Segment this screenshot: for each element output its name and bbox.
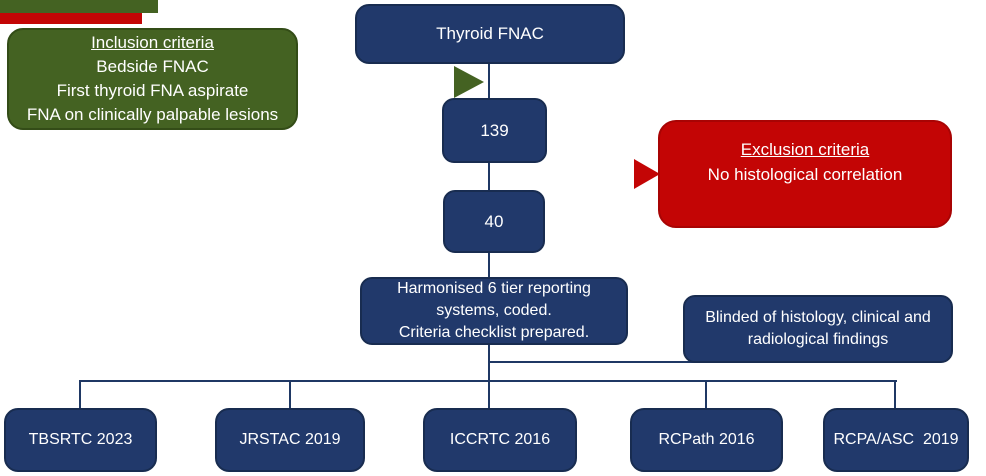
thyroid-fnac-label: Thyroid FNAC	[436, 24, 544, 43]
blinded-findings-label: Blinded of histology, clinical and radio…	[705, 309, 931, 348]
count-40-label: 40	[484, 211, 504, 231]
branch-drop-tbsrtc	[79, 380, 81, 409]
connector-thyroid-139	[488, 62, 490, 100]
harmonised-line1: Harmonised 6 tier reporting systems, cod…	[397, 280, 591, 319]
inclusion-criteria-box: Inclusion criteria Bedside FNAC First th…	[7, 28, 298, 130]
system-box-jrstac: JRSTAC 2019	[215, 408, 365, 472]
count-139-box: 139	[442, 98, 547, 163]
system-box-tbsrtc: TBSRTC 2023	[4, 408, 157, 472]
thyroid-fnac-box: Thyroid FNAC	[355, 4, 625, 64]
system-label-rcpa-asc: RCPA/ASC 2019	[833, 431, 959, 448]
exclusion-criteria-box: Exclusion criteria No histological corre…	[658, 120, 952, 228]
count-40-box: 40	[443, 190, 545, 253]
harmonised-reporting-box: Harmonised 6 tier reporting systems, cod…	[360, 277, 628, 345]
exclusion-arrow-shaft	[0, 13, 142, 24]
inclusion-criteria-line: FNA on clinically palpable lesions	[26, 105, 279, 124]
branch-drop-rcpath	[705, 380, 707, 409]
inclusion-arrow-shaft	[0, 0, 158, 13]
inclusion-criteria-line: First thyroid FNA aspirate	[56, 81, 249, 100]
exclusion-criteria-title: Exclusion criteria	[740, 140, 870, 159]
exclusion-criteria-line: No histological correlation	[707, 165, 903, 184]
system-box-iccrtc: ICCRTC 2016	[423, 408, 577, 472]
system-label-tbsrtc: TBSRTC 2023	[28, 431, 133, 448]
branch-drop-rcpa	[894, 380, 896, 409]
system-label-jrstac: JRSTAC 2019	[239, 431, 341, 448]
connector-to-blinded-box	[488, 361, 700, 363]
branch-drop-iccrtc	[488, 380, 490, 409]
system-label-rcpath: RCPath 2016	[658, 431, 755, 448]
inclusion-criteria-title: Inclusion criteria	[91, 33, 214, 52]
count-139-label: 139	[480, 120, 509, 140]
system-label-iccrtc: ICCRTC 2016	[449, 431, 551, 448]
exclusion-arrow-head	[634, 159, 660, 189]
system-box-rcpa-asc: RCPA/ASC 2019	[823, 408, 969, 472]
system-box-rcpath: RCPath 2016	[630, 408, 783, 472]
inclusion-criteria-line: Bedside FNAC	[96, 57, 209, 76]
connector-139-40	[488, 161, 490, 192]
branch-drop-jrstac	[289, 380, 291, 409]
inclusion-arrow-head	[454, 66, 484, 98]
harmonised-line2: Criteria checklist prepared.	[398, 324, 590, 341]
blinded-findings-box: Blinded of histology, clinical and radio…	[683, 295, 953, 363]
